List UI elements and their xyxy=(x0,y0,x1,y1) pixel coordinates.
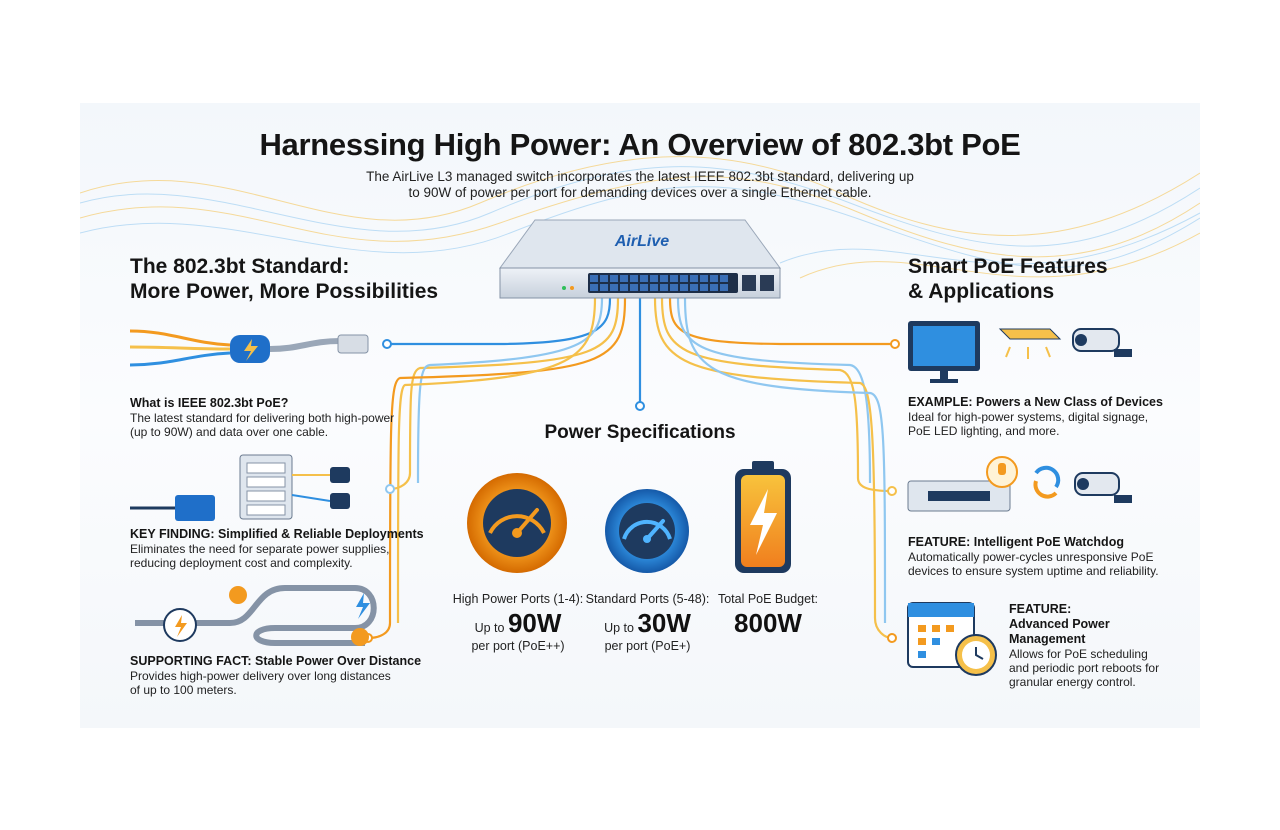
spec-suffix: per port (PoE+) xyxy=(604,639,691,653)
distance-cable-icon xyxy=(135,585,377,646)
spec-label: Total PoE Budget: xyxy=(717,592,819,606)
right-heading-line-1: Smart PoE Features xyxy=(908,255,1108,278)
camera-icon-bottom xyxy=(1074,472,1132,503)
connector-lines xyxy=(367,297,895,640)
spec-standard: Standard Ports (5-48): Up to 30W per por… xyxy=(580,592,715,653)
left-item-line: reducing deployment cost and complexity. xyxy=(130,556,353,570)
monitor-icon xyxy=(908,321,980,383)
battery-icon xyxy=(735,461,791,573)
left-item-title: What is IEEE 802.3bt PoE? xyxy=(130,396,289,410)
cable-icon xyxy=(129,329,369,367)
spec-value: 30W xyxy=(637,608,691,638)
infographic-canvas: Harnessing High Power: An Overview of 80… xyxy=(80,103,1200,728)
spec-high-power: High Power Ports (1-4): Up to 90W per po… xyxy=(448,592,588,653)
right-item-line: Automatically power-cycles unresponsive … xyxy=(908,550,1154,564)
right-item-line: devices to ensure system uptime and reli… xyxy=(908,564,1159,578)
left-item-line: Provides high-power delivery over long d… xyxy=(130,669,391,683)
spec-value: 90W xyxy=(507,608,562,638)
right-heading: Smart PoE Features & Applications xyxy=(908,254,1108,304)
left-heading-line-2: More Power, More Possibilities xyxy=(130,280,439,303)
left-item-line: of up to 100 meters. xyxy=(130,683,237,697)
spec-label: High Power Ports (1-4): xyxy=(452,592,584,606)
center-heading: Power Specifications xyxy=(544,422,736,443)
spec-prefix: Up to xyxy=(604,621,634,635)
left-heading: The 802.3bt Standard: More Power, More P… xyxy=(130,254,438,304)
right-item-line: granular energy control. xyxy=(1009,675,1136,689)
right-item-title-line: Management xyxy=(1009,632,1086,646)
spec-total-budget: Total PoE Budget: 800W xyxy=(708,592,828,639)
gauge-30w-icon xyxy=(605,489,689,573)
network-switch-image xyxy=(499,219,781,299)
led-panel-icon xyxy=(998,328,1062,359)
spec-value: 800W xyxy=(734,608,802,638)
subtitle-line-2: to 90W of power per port for demanding d… xyxy=(408,185,872,200)
right-item-line: Ideal for high-power systems, digital si… xyxy=(908,410,1149,424)
right-item-example: EXAMPLE: Powers a New Class of Devices I… xyxy=(908,395,1163,438)
left-heading-line-1: The 802.3bt Standard: xyxy=(130,255,350,278)
connector-dots xyxy=(363,339,900,643)
left-item-key-finding: KEY FINDING: Simplified & Reliable Deplo… xyxy=(130,527,424,570)
background-graphics xyxy=(80,156,1200,676)
right-item-title: FEATURE: Intelligent PoE Watchdog xyxy=(908,535,1124,549)
left-item-title: SUPPORTING FACT: Stable Power Over Dista… xyxy=(130,654,422,668)
decorative-waves xyxy=(80,156,1200,279)
spec-prefix: Up to xyxy=(474,621,505,635)
power-supply-icon xyxy=(130,454,350,521)
left-item-title: KEY FINDING: Simplified & Reliable Deplo… xyxy=(130,527,424,541)
spec-label: Standard Ports (5-48): xyxy=(585,592,710,606)
left-item-supporting-fact: SUPPORTING FACT: Stable Power Over Dista… xyxy=(130,654,421,697)
switch-small-icon xyxy=(907,456,1061,512)
left-item-line: The latest standard for delivering both … xyxy=(130,411,395,425)
page-subtitle: The AirLive L3 managed switch incorporat… xyxy=(360,169,920,201)
right-item-title-line: FEATURE: xyxy=(1009,602,1072,616)
gauge-90w-icon xyxy=(467,473,567,573)
right-item-line: and periodic port reboots for xyxy=(1009,661,1160,675)
right-item-line: Allows for PoE scheduling xyxy=(1009,647,1148,661)
calendar-clock-icon xyxy=(907,602,997,676)
camera-icon-top xyxy=(1072,328,1132,357)
right-item-title-line: Advanced Power xyxy=(1009,617,1110,631)
subtitle-line-1: The AirLive L3 managed switch incorporat… xyxy=(366,169,914,184)
page-title: Harnessing High Power: An Overview of 80… xyxy=(259,127,1021,162)
right-item-power-management: FEATURE: Advanced Power Management Allow… xyxy=(1009,602,1159,689)
right-heading-line-2: & Applications xyxy=(908,280,1055,303)
left-item-line: (up to 90W) and data over one cable. xyxy=(130,425,329,439)
left-item-line: Eliminates the need for separate power s… xyxy=(130,542,390,556)
right-item-watchdog: FEATURE: Intelligent PoE Watchdog Automa… xyxy=(908,535,1159,578)
spec-suffix: per port (PoE++) xyxy=(471,639,565,653)
right-item-line: PoE LED lighting, and more. xyxy=(908,424,1060,438)
left-item-ieee: What is IEEE 802.3bt PoE? The latest sta… xyxy=(130,396,394,439)
switch-brand-label: AirLive xyxy=(614,233,670,250)
right-item-title: EXAMPLE: Powers a New Class of Devices xyxy=(908,395,1163,409)
